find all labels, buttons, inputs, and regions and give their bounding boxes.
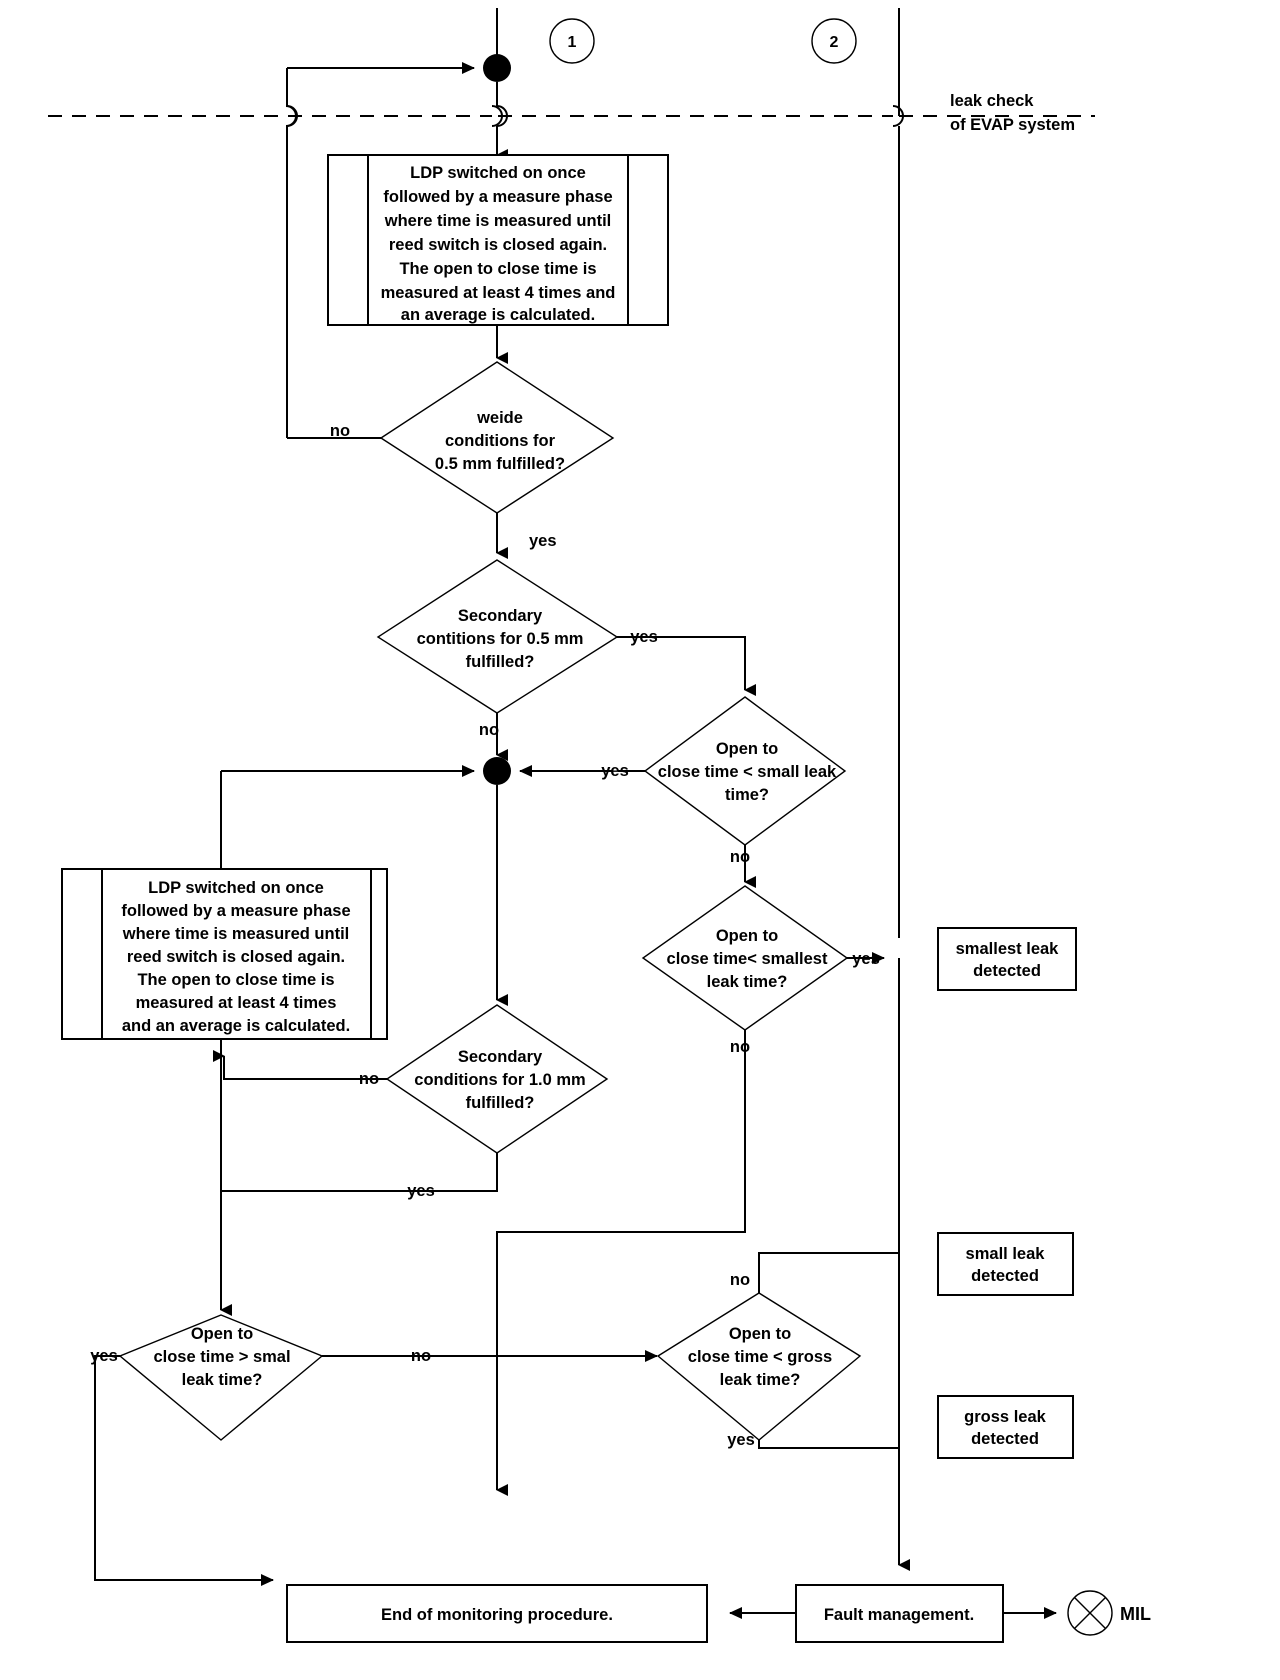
result-box-gross-leak: gross leak detected <box>937 1395 1074 1459</box>
result-box-small-leak: small leak detected <box>937 1232 1074 1296</box>
secondary-10-line-2: conditions for 1.0 mm <box>414 1071 585 1089</box>
terminal-box-fault-management: Fault management. <box>795 1584 1004 1643</box>
top-entry-path <box>286 8 511 438</box>
connector-ref-1: 1 <box>549 18 595 64</box>
edge-label-greater-small-no: no <box>411 1347 431 1365</box>
small-leak-box-line-1: small leak <box>966 1245 1046 1263</box>
gross-leak-box-line-2: detected <box>971 1430 1039 1448</box>
ldp-left-line-3: where time is measured until <box>122 925 350 943</box>
fault-management-label: Fault management. <box>824 1606 974 1624</box>
edge-label-secondary10-no: no <box>359 1070 379 1088</box>
edge-label-smallest-leak-yes: yes <box>852 950 880 968</box>
edge-label-greater-small-yes: yes <box>90 1347 118 1365</box>
secondary-10-line-1: Secondary <box>458 1048 543 1066</box>
edge-label-weide-yes: yes <box>529 532 557 550</box>
ldp-left-line-5: The open to close time is <box>137 971 334 989</box>
edge-smallest-leak-no <box>496 1030 746 1496</box>
edge-secondary10-yes <box>221 1153 498 1192</box>
smallest-leak-box-line-2: detected <box>973 962 1041 980</box>
greater-small-line-1: Open to <box>191 1325 253 1343</box>
small-leak-line-2: close time < small leak <box>658 763 837 781</box>
weide-05-line-1: weide <box>476 409 523 427</box>
connector-ref-1-label: 1 <box>568 34 577 51</box>
gross-leak-line-2: close time < gross <box>688 1348 832 1366</box>
decision-open-close-small-leak: Open to close time < small leak time? <box>643 696 847 846</box>
decision-open-close-gross-leak: Open to close time < gross leak time? <box>656 1292 862 1441</box>
swimlane-divider <box>48 105 1095 127</box>
smallest-leak-line-2: close time< smallest <box>667 950 828 968</box>
ldp-left-line-4: reed switch is closed again. <box>127 948 345 966</box>
greater-small-line-2: close time > smal <box>153 1348 290 1366</box>
decision-weide-05: weide conditions for 0.5 mm fulfilled? <box>379 361 615 514</box>
secondary-05-line-1: Secondary <box>458 607 543 625</box>
edge-secondary05-yes <box>617 636 756 696</box>
connector-ref-2-label: 2 <box>830 34 839 51</box>
decision-secondary-10: Secondary conditions for 1.0 mm fulfille… <box>385 1004 609 1154</box>
end-monitoring-label: End of monitoring procedure. <box>381 1606 613 1624</box>
edge-label-gross-no: no <box>730 1271 750 1289</box>
secondary-10-line-3: fulfilled? <box>466 1094 535 1112</box>
weide-05-line-2: conditions for <box>445 432 556 450</box>
gross-leak-line-3: leak time? <box>720 1371 801 1389</box>
merge-node-2 <box>220 757 613 1316</box>
mil-label: MIL <box>1120 1604 1151 1624</box>
result-box-smallest-leak: smallest leak detected <box>937 927 1077 991</box>
ldp-top-line-3: where time is measured until <box>384 212 612 230</box>
greater-small-line-3: leak time? <box>182 1371 263 1389</box>
smallest-leak-box-line-1: smallest leak <box>956 940 1060 958</box>
terminal-box-end-monitoring: End of monitoring procedure. <box>286 1584 708 1643</box>
edge-label-secondary05-no: no <box>479 721 499 739</box>
gross-leak-box-line-1: gross leak <box>964 1408 1046 1426</box>
edge-gross-no <box>758 1252 899 1293</box>
small-leak-line-3: time? <box>725 786 769 804</box>
secondary-05-line-3: fulfilled? <box>466 653 535 671</box>
ldp-top-line-7: an average is calculated. <box>401 306 595 324</box>
mil-indicator: MIL <box>1067 1590 1151 1636</box>
connector-ref-2: 2 <box>811 18 857 64</box>
weide-05-line-3: 0.5 mm fulfilled? <box>435 455 565 473</box>
small-leak-box-line-2: detected <box>971 1267 1039 1285</box>
decision-open-close-smallest-leak: Open to close time< smallest leak time? <box>641 885 849 1031</box>
edge-gross-yes <box>758 1440 899 1449</box>
edge-label-secondary10-yes: yes <box>407 1182 435 1200</box>
smallest-leak-line-3: leak time? <box>707 973 788 991</box>
swimlane-label-line2: of EVAP system <box>950 116 1075 134</box>
ldp-top-line-4: reed switch is closed again. <box>389 236 607 254</box>
edge-label-secondary05-yes: yes <box>630 628 658 646</box>
process-box-ldp-top: LDP switched on once followed by a measu… <box>327 154 669 326</box>
secondary-05-line-2: contitions for 0.5 mm <box>417 630 584 648</box>
ldp-top-line-2: followed by a measure phase <box>383 188 612 206</box>
ldp-left-line-1: LDP switched on once <box>148 879 324 897</box>
small-leak-line-1: Open to <box>716 740 778 758</box>
ldp-top-line-6: measured at least 4 times and <box>381 284 616 302</box>
ldp-left-line-6: measured at least 4 times <box>136 994 337 1012</box>
swimlane-label-line1: leak check <box>950 92 1034 110</box>
ldp-left-line-2: followed by a measure phase <box>121 902 350 920</box>
process-box-ldp-left: LDP switched on once followed by a measu… <box>61 868 388 1040</box>
edge-label-small-leak-no: no <box>730 848 750 866</box>
decision-secondary-05: Secondary contitions for 0.5 mm fulfille… <box>376 559 619 714</box>
edge-greater-small-yes <box>94 1355 274 1586</box>
edge-secondary10-no <box>213 1050 387 1080</box>
edge-label-smallest-leak-no: no <box>730 1038 750 1056</box>
smallest-leak-line-1: Open to <box>716 927 778 945</box>
ldp-top-line-1: LDP switched on once <box>410 164 586 182</box>
ldp-left-line-7: and an average is calculated. <box>122 1017 350 1035</box>
edge-label-small-leak-yes: yes <box>601 762 629 780</box>
edge-label-weide-no: no <box>330 422 350 440</box>
ldp-top-line-5: The open to close time is <box>399 260 596 278</box>
gross-leak-line-1: Open to <box>729 1325 791 1343</box>
edge-label-gross-yes: yes <box>727 1431 755 1449</box>
decision-open-close-greater-small: Open to close time > smal leak time? <box>118 1314 324 1441</box>
